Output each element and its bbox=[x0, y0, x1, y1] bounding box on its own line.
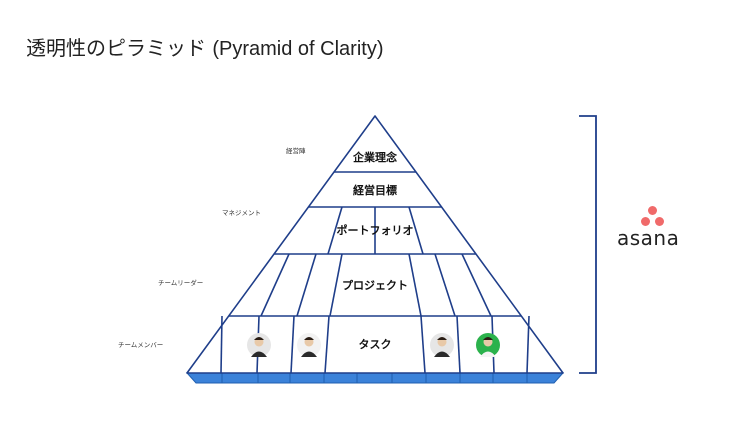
man-avatar-2-body bbox=[434, 351, 450, 357]
tier-label-corporate-philosophy: 企業理念 bbox=[352, 150, 398, 164]
project-divider bbox=[329, 253, 343, 317]
pyramid-base bbox=[185, 372, 565, 384]
tier-label-task: タスク bbox=[359, 338, 392, 351]
task-divider bbox=[290, 315, 295, 374]
role-label-executives: 経営陣 bbox=[286, 147, 306, 155]
portfolio-divider bbox=[327, 206, 343, 255]
tier-label-project: プロジェクト bbox=[342, 278, 408, 292]
right-bracket bbox=[579, 115, 597, 374]
slide-title: 透明性のピラミッド (Pyramid of Clarity) bbox=[26, 32, 384, 61]
role-label-management: マネジメント bbox=[222, 209, 261, 217]
man-avatar-2-hair bbox=[437, 337, 447, 340]
tier-label-portfolio: ポートフォリオ bbox=[337, 223, 414, 237]
role-label-team-members: チームメンバー bbox=[118, 341, 164, 349]
man-avatar-1-hair bbox=[304, 337, 314, 340]
man-avatar-1-body bbox=[301, 351, 317, 357]
slide-title-en: (Pyramid of Clarity) bbox=[212, 38, 384, 60]
task-divider bbox=[220, 315, 223, 374]
portfolio-divider bbox=[408, 206, 424, 255]
woman-avatar-1-body bbox=[251, 351, 267, 357]
asana-logo: asana bbox=[613, 206, 693, 256]
tier-label-business-goals: 経営目標 bbox=[353, 183, 397, 197]
asana-dots-icon bbox=[640, 206, 666, 230]
project-divider bbox=[408, 253, 422, 317]
asana-wordmark: asana bbox=[617, 226, 680, 250]
woman-avatar-1-hair bbox=[254, 337, 264, 340]
slide-title-jp: 透明性のピラミッド bbox=[26, 36, 206, 60]
task-divider bbox=[420, 315, 426, 374]
task-divider bbox=[324, 315, 330, 374]
project-divider bbox=[260, 253, 290, 317]
woman-avatar-2-body bbox=[480, 351, 496, 357]
task-divider bbox=[526, 315, 530, 374]
project-divider bbox=[461, 253, 492, 317]
project-divider bbox=[434, 253, 456, 317]
task-divider bbox=[456, 315, 461, 374]
project-divider bbox=[296, 253, 317, 317]
role-label-team-leaders: チームリーダー bbox=[158, 279, 204, 287]
woman-avatar-2-hair bbox=[483, 337, 493, 340]
